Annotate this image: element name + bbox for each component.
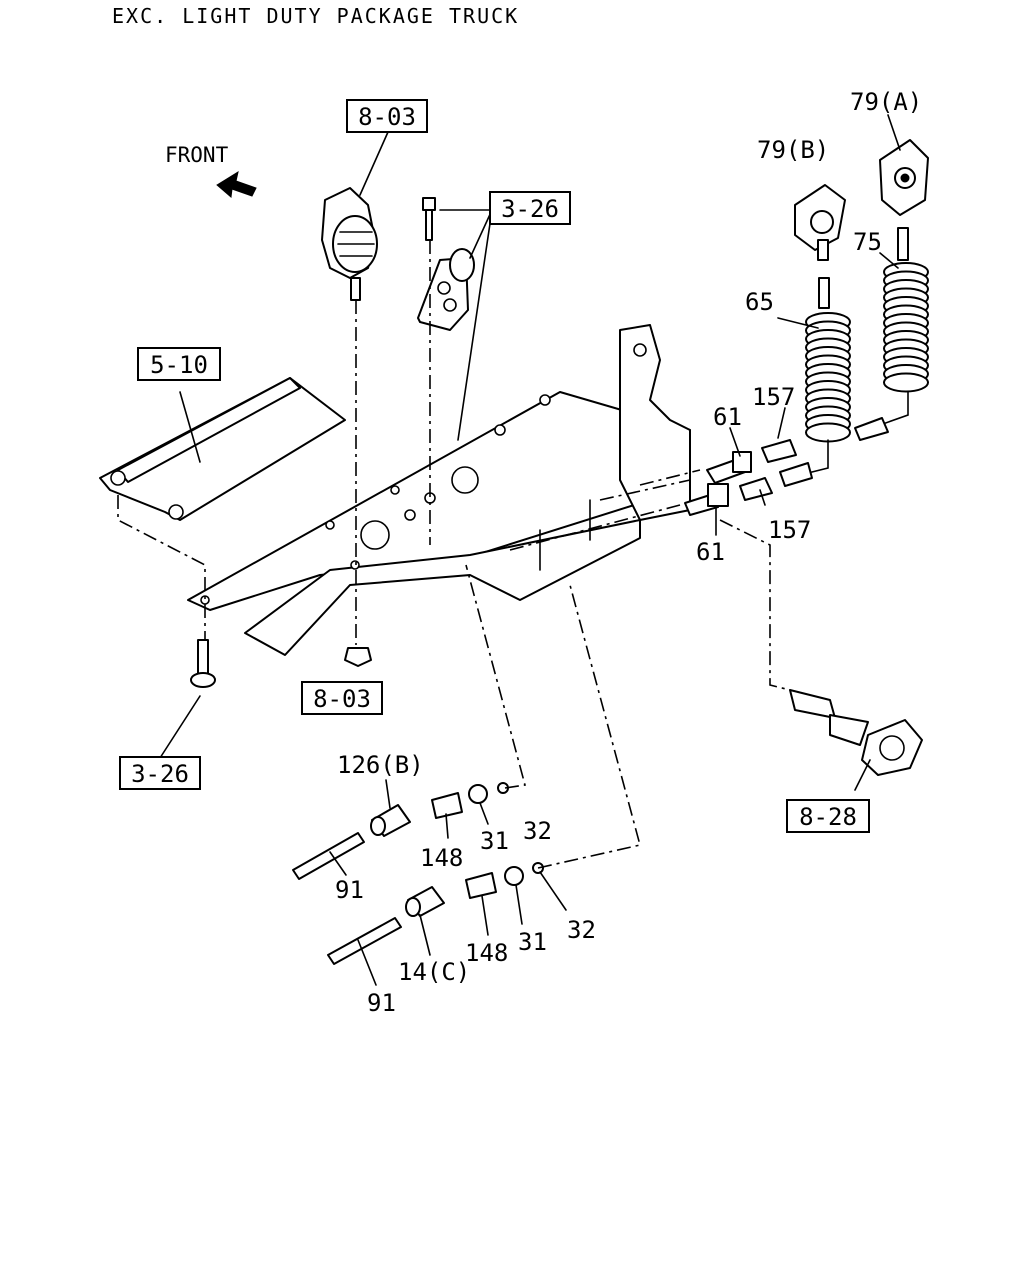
bracket-top xyxy=(417,197,475,331)
label-65: 65 xyxy=(745,288,774,316)
bolt-head-right xyxy=(168,504,184,520)
front-label: FRONT xyxy=(165,143,229,167)
ref-box-8-28 xyxy=(786,799,870,833)
label-32-bottom: 32 xyxy=(567,916,596,944)
coil-75 xyxy=(879,227,929,426)
glad-hand-79b xyxy=(794,184,846,261)
ref-box-8-03-top xyxy=(346,99,428,133)
ref-box-5-10 xyxy=(137,347,221,381)
label-91-top: 91 xyxy=(335,876,364,904)
lower-bolts xyxy=(190,639,372,688)
label-61-bottom: 61 xyxy=(696,538,725,566)
side-plate-hole xyxy=(633,343,647,357)
leader-lines xyxy=(117,114,901,986)
coil-65 xyxy=(799,277,851,476)
ref-8-28: 8-28 xyxy=(799,803,857,831)
side-plate-shape xyxy=(619,324,691,521)
diagram-title: EXC. LIGHT DUTY PACKAGE TRUCK xyxy=(112,4,519,28)
connector-8-28 xyxy=(789,689,923,776)
ref-5-10: 5-10 xyxy=(150,351,208,379)
lower-channel-shape xyxy=(244,519,641,656)
lamp-top xyxy=(321,187,378,301)
label-79b: 79(B) xyxy=(757,136,829,164)
label-32-top: 32 xyxy=(523,817,552,845)
ref-3-26-bottom: 3-26 xyxy=(131,760,189,788)
label-31-bottom: 31 xyxy=(518,928,547,956)
bolt-head-left xyxy=(110,470,126,486)
label-61-top: 61 xyxy=(713,403,742,431)
ref-8-03-top: 8-03 xyxy=(358,103,416,131)
small-parts xyxy=(292,782,544,965)
ref-box-8-03-bottom xyxy=(301,681,383,715)
label-91-bottom: 91 xyxy=(367,989,396,1017)
ref-box-3-26-top xyxy=(489,191,571,225)
ref-8-03-bottom: 8-03 xyxy=(313,685,371,713)
label-157-bottom: 157 xyxy=(768,516,811,544)
glad-hand-79a xyxy=(879,139,929,216)
ref-box-3-26-bottom xyxy=(119,756,201,790)
label-157-top: 157 xyxy=(752,383,795,411)
coil-turn xyxy=(805,422,851,443)
label-148-top: 148 xyxy=(420,844,463,872)
coil-turn xyxy=(883,372,929,393)
frame-assembly xyxy=(99,324,691,656)
label-126b: 126(B) xyxy=(337,751,424,779)
label-75: 75 xyxy=(853,228,882,256)
label-14c: 14(C) xyxy=(398,958,470,986)
ref-3-26-top: 3-26 xyxy=(501,195,559,223)
fittings-right xyxy=(684,417,889,516)
label-79a: 79(A) xyxy=(850,88,922,116)
left-bracket-shape xyxy=(99,377,346,521)
label-148-bottom: 148 xyxy=(465,939,508,967)
label-31-top: 31 xyxy=(480,827,509,855)
front-arrow-icon xyxy=(216,170,257,198)
